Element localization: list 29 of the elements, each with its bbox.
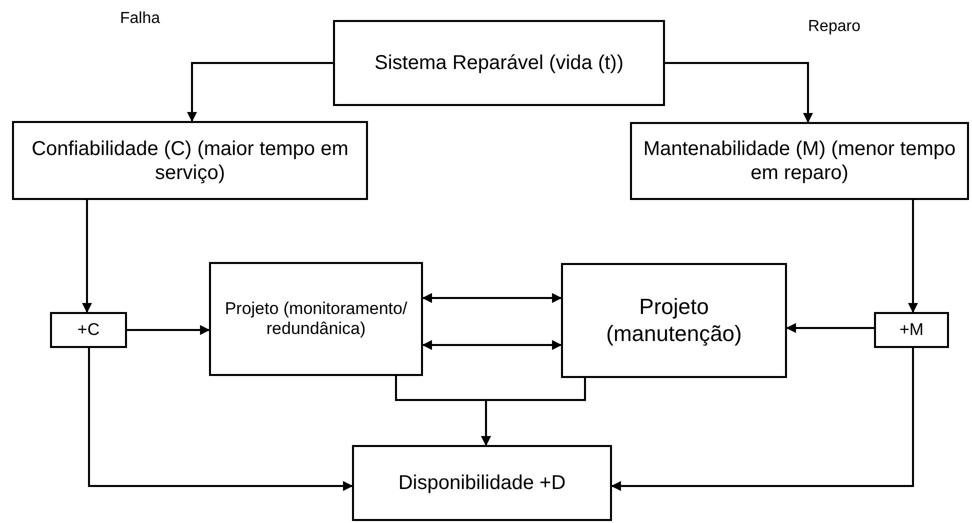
box-text: Projeto (monitoramento/ redundânica): [224, 298, 408, 340]
box-text: Confiabilidade (C) (maior tempo em serviço): [30, 136, 350, 184]
box-text: +C: [77, 320, 100, 340]
arrow: [665, 62, 813, 123]
process-box: [12, 121, 368, 200]
process-box: [874, 312, 949, 348]
arrow: [422, 293, 562, 303]
process-box: [561, 263, 787, 378]
process-box: [333, 20, 665, 106]
process-box: [630, 122, 969, 200]
process-box: [50, 312, 127, 348]
arrow: [908, 200, 918, 313]
arrow: [786, 323, 874, 333]
branch-label: Falha: [120, 10, 160, 28]
arrow: [187, 62, 333, 122]
box-text: Projeto (manutenção): [605, 294, 743, 347]
box-text: +M: [899, 320, 924, 340]
arrow: [88, 348, 353, 491]
arrow: [82, 200, 92, 313]
process-box: [352, 445, 612, 521]
branch-label: Reparo: [808, 18, 860, 36]
arrow: [611, 348, 914, 491]
process-box: [209, 262, 423, 376]
arrow: [481, 378, 586, 446]
arrow: [127, 325, 210, 335]
box-text: Sistema Reparável (vida (t)): [374, 51, 624, 75]
box-text: Mantenabilidade (M) (menor tempo em reparo): [642, 137, 957, 185]
box-text: Disponibilidade +D: [398, 471, 566, 495]
arrow: [422, 340, 562, 350]
